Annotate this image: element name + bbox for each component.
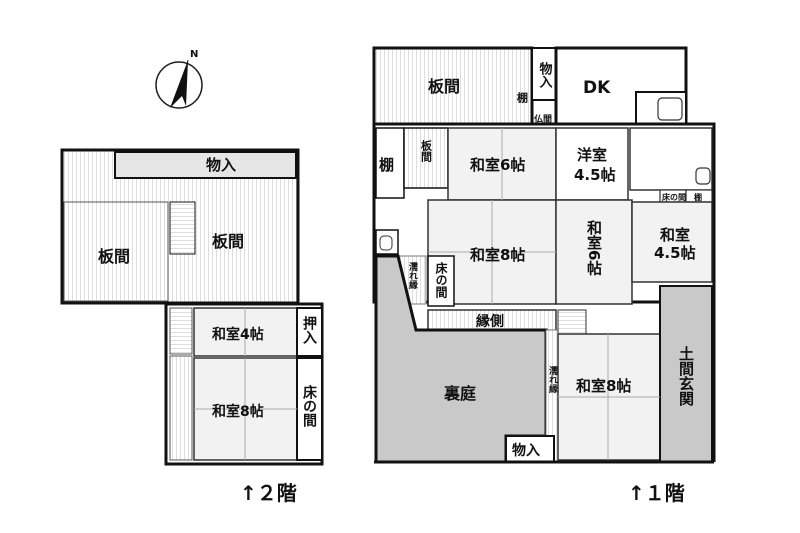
floor1-washitsu45-size: 4.5帖 bbox=[654, 244, 696, 262]
floor1-shelf-right-label: 棚 bbox=[694, 192, 702, 202]
floor2-storage-area bbox=[114, 151, 297, 179]
floor2-board-left-label: 板間 bbox=[98, 247, 130, 266]
floor1-uraniwa-label: 裏庭 bbox=[443, 384, 476, 403]
floor2-oshiire-label: 押入 bbox=[301, 315, 317, 344]
floor2-tokonoma-label: 床の間 bbox=[301, 384, 317, 428]
north-arrow-icon: N bbox=[155, 49, 203, 109]
floor1-washitsu45-label: 和室 bbox=[660, 226, 690, 244]
floor1-yoshitsu-label: 洋室 bbox=[577, 146, 607, 164]
floor1-board-top-label: 板間 bbox=[428, 77, 460, 96]
floor1-tokonoma-mid-label: 床の間 bbox=[434, 261, 448, 299]
compass-label: N bbox=[190, 49, 198, 60]
floor1-shelf-left-label: 棚 bbox=[379, 156, 394, 174]
floor1-doma-area bbox=[659, 285, 713, 463]
floor1-engawa-label: 縁側 bbox=[476, 313, 504, 330]
floor2-caption: ↑２階 bbox=[240, 481, 297, 505]
floor1-caption: ↑１階 bbox=[628, 481, 685, 505]
floor2-board-right-label: 板間 bbox=[212, 232, 244, 251]
floor1-doma-label: 土間玄関 bbox=[677, 345, 695, 407]
floor1-yoshitsu-area bbox=[555, 127, 629, 201]
floor2-board-left-area bbox=[63, 201, 169, 302]
floor1-board-small-label: 板間 bbox=[420, 139, 433, 163]
floor2-washitsu8-label: 和室8帖 bbox=[212, 403, 264, 420]
floor2-stair bbox=[169, 201, 196, 255]
floor2-plan: 物入 板間 板間 和室4帖 押入 和室8帖 床の間 ↑２階 bbox=[60, 148, 324, 505]
bathtub-icon bbox=[657, 97, 683, 121]
toilet2-icon bbox=[379, 235, 393, 251]
floor1-nureen-bottom-label: 濡れ縁 bbox=[547, 365, 558, 394]
floor1-nureen-top-label: 濡れ縁 bbox=[407, 261, 418, 290]
toilet-icon bbox=[695, 167, 711, 185]
floor1-storage-bottom-label: 物入 bbox=[512, 442, 540, 459]
floor1-washitsu8-bottom-label: 和室8帖 bbox=[576, 377, 631, 395]
floor2-storage-label: 物入 bbox=[206, 156, 236, 174]
floor1-washitsu45-area bbox=[631, 201, 713, 283]
floor1-yoshitsu-size: 4.5帖 bbox=[574, 166, 616, 184]
floor1-board-top-area bbox=[372, 46, 534, 126]
floor2-stair-lower bbox=[169, 307, 193, 355]
floor1-dk-label: DK bbox=[583, 78, 611, 98]
floor2-washitsu4-label: 和室4帖 bbox=[212, 326, 264, 343]
floor1-washitsu6-label: 和室6帖 bbox=[470, 156, 525, 174]
floor2-oshiire-area bbox=[296, 307, 323, 357]
floor1-tokonoma-mid-area bbox=[427, 255, 455, 307]
floor2-veranda bbox=[169, 355, 193, 461]
floor1-butsuma-label: 仏間 bbox=[533, 114, 552, 125]
floor1-shelf-top-label: 棚 bbox=[516, 91, 529, 104]
svg-text:押入: 押入 bbox=[301, 315, 317, 344]
floor1-tokonoma-small-label: 床の間 bbox=[662, 192, 686, 202]
floor1-storage-top-area bbox=[531, 47, 557, 101]
floor1-storage-top-label: 物入 bbox=[537, 61, 553, 88]
floor1-washitsu8-top-label: 和室8帖 bbox=[470, 246, 525, 264]
floor1-washitsu6-v-label: 和室6帖 bbox=[585, 220, 603, 277]
floor1-plan: 板間 棚 物入 DK 仏間 棚 板間 和室6帖 洋室 4.5帖 床の間 棚 和室… bbox=[372, 46, 716, 505]
